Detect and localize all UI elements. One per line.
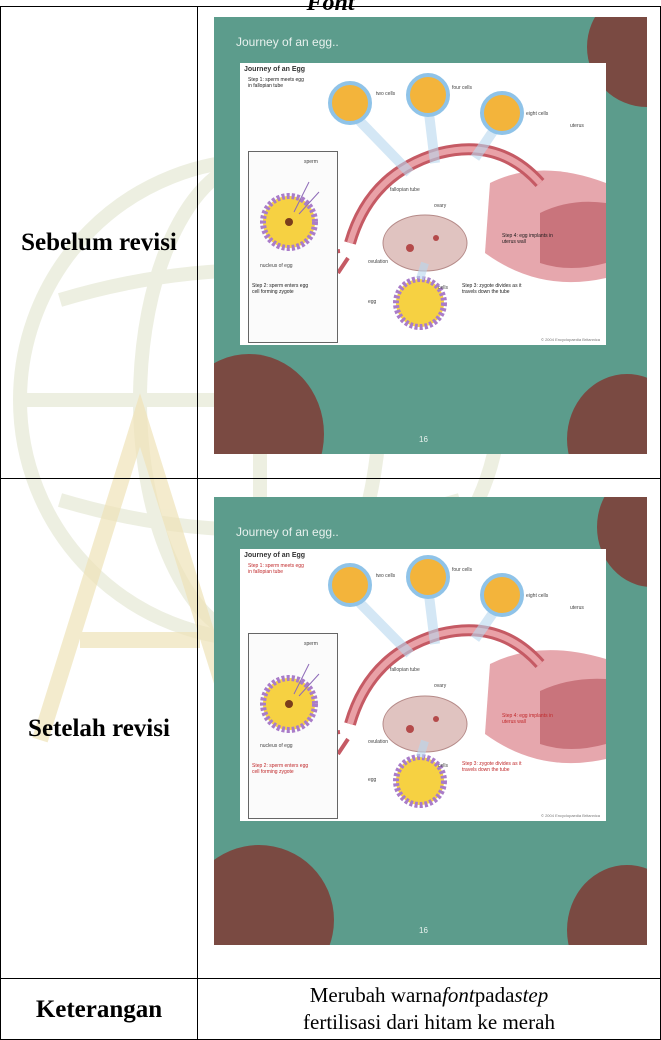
label-egg: egg [368,777,376,783]
fertilized-egg-graphic [249,634,337,744]
label-nucleus: nucleus of egg [260,743,293,749]
illustration-title: Journey of an Egg [244,66,305,73]
label-cell-before: Sebelum revisi [1,7,198,479]
label-nucleus: nucleus of egg [260,263,293,269]
step-text-2: Step 2: sperm enters egg cell forming zy… [252,763,310,775]
label-cells: cells [438,763,448,769]
image-credit: © 2004 Encyclopaedia Britannica [541,337,600,342]
label-ovulation: ovulation [368,739,388,745]
row-label-before: Sebelum revisi [21,229,177,256]
slide-after: Journey of an egg.. Journey of an Egg [214,497,647,945]
label-fallopian-tube: fallopian tube [390,667,420,673]
label-eight-cells: eight cells [526,593,548,599]
image-cell-after: Journey of an egg.. Journey of an Egg [198,479,661,979]
step-text-1: Step 1: sperm meets egg in fallopian tub… [248,77,306,89]
label-cell-after: Setelah revisi [1,479,198,979]
label-four-cells: four cells [452,85,472,91]
label-ovulation: ovulation [368,259,388,265]
illustration-title: Journey of an Egg [244,552,305,559]
label-eight-cells: eight cells [526,111,548,117]
label-cells: cells [438,285,448,291]
fertilized-egg-graphic [249,152,337,262]
fertilization-inset [248,633,338,819]
slide-title: Journey of an egg.. [236,525,339,539]
label-ovary: ovary [434,203,446,209]
row-label-after: Setelah revisi [28,715,170,742]
label-fallopian-tube: fallopian tube [390,187,420,193]
fertilization-inset [248,151,338,343]
label-four-cells: four cells [452,567,472,573]
slide-number: 16 [419,435,428,444]
label-egg: egg [368,299,376,305]
label-uterus: uterus [570,605,584,611]
table-row-after: Setelah revisi Journey of an egg.. Journ… [1,479,661,979]
image-cell-before: Journey of an egg.. Journey of an Egg [198,7,661,479]
slide-number: 16 [419,926,428,935]
comparison-table: Sebelum revisi Journey of an egg.. Journ… [0,6,661,1040]
step-text-1: Step 1: sperm meets egg in fallopian tub… [248,563,306,575]
table-row-note: Keterangan Merubah warnafontpadastep fert… [1,979,661,1040]
note-text-part-5: fertilisasi dari hitam ke merah [303,1010,555,1034]
page-title: Font [0,0,661,17]
table-row-before: Sebelum revisi Journey of an egg.. Journ… [1,7,661,479]
decor-blob-bottom-left [214,845,334,945]
label-sperm: sperm [304,641,318,647]
label-cell-note: Keterangan [1,979,198,1040]
slide-title: Journey of an egg.. [236,35,339,49]
note-text-step: step [514,983,548,1007]
note-text-font: font [442,983,475,1007]
step-text-3: Step 3: zygote divides as it travels dow… [462,761,532,773]
step-text-4: Step 4: egg implants in uterus wall [502,713,562,725]
decor-blob-bottom-right [567,865,647,945]
note-text-part-1: Merubah warna [310,983,442,1007]
step-text-4: Step 4: egg implants in uterus wall [502,233,562,245]
label-two-cells: two cells [376,91,395,97]
note-text-part-3: pada [475,983,515,1007]
note-label: Keterangan [36,996,162,1023]
label-two-cells: two cells [376,573,395,579]
decor-blob-bottom-left [214,354,324,454]
label-sperm: sperm [304,159,318,165]
label-ovary: ovary [434,683,446,689]
note-text: Merubah warnafontpadastep fertilisasi dar… [198,979,661,1040]
egg-journey-illustration: Journey of an Egg [240,549,606,821]
decor-blob-bottom-right [567,374,647,454]
step-text-2: Step 2: sperm enters egg cell forming zy… [252,283,310,295]
image-credit: © 2004 Encyclopaedia Britannica [541,813,600,818]
slide-before: Journey of an egg.. Journey of an Egg [214,17,647,454]
egg-journey-illustration: Journey of an Egg [240,63,606,345]
step-text-3: Step 3: zygote divides as it travels dow… [462,283,532,295]
label-uterus: uterus [570,123,584,129]
